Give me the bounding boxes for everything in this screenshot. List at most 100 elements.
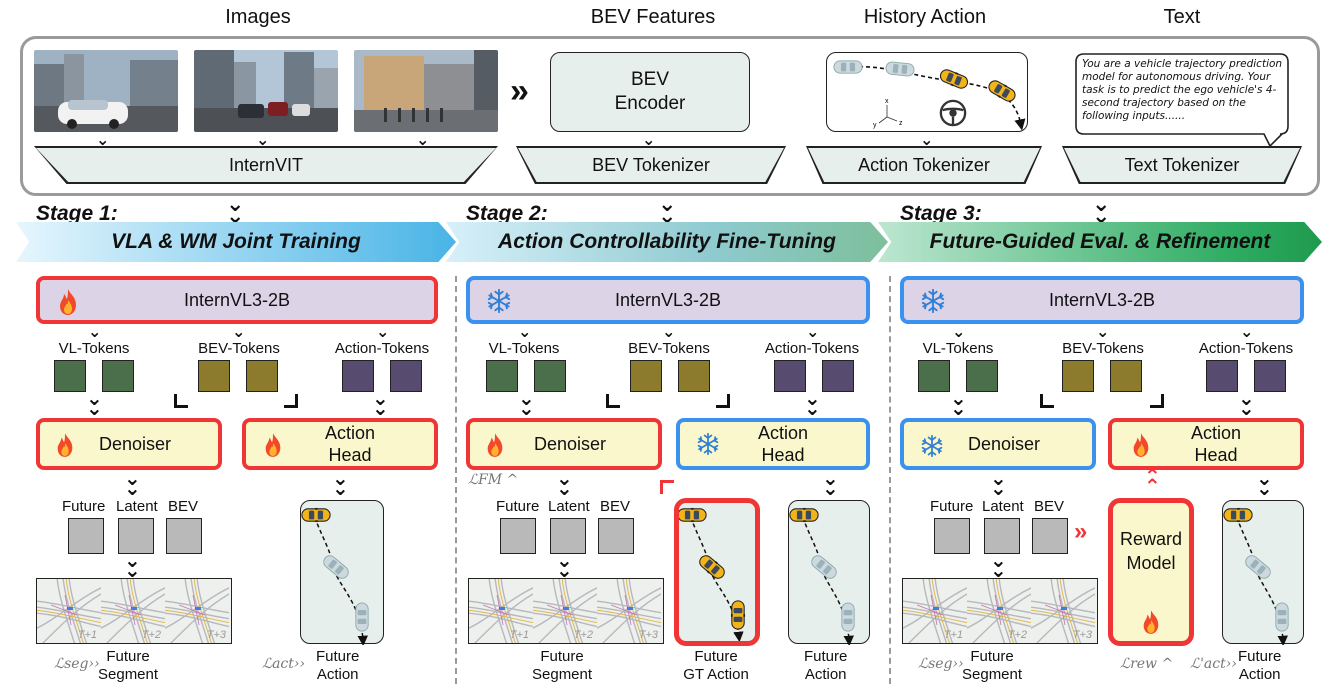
snowflake-icon xyxy=(920,434,944,458)
vl-tokens-label: VL-Tokens xyxy=(922,340,994,357)
corner-arrow-icon xyxy=(1040,394,1054,408)
bev-tokens-label: BEV-Tokens xyxy=(628,340,710,357)
down-chevron-icon: ⌄ xyxy=(376,324,390,341)
double-chevron-down-icon: ⌄⌄ xyxy=(556,550,573,582)
segment-frame: T+1 xyxy=(469,579,533,643)
future-latent-bev xyxy=(1032,518,1068,554)
stage-1-internvl-model: InternVL3-2B xyxy=(36,276,438,324)
double-chevron-down-icon: ⌄⌄ xyxy=(332,468,349,500)
double-chevron-down-icon: ⌄⌄ xyxy=(990,550,1007,582)
future-latent-bev xyxy=(118,518,154,554)
fire-icon xyxy=(56,288,80,316)
segment-frame: T+2 xyxy=(967,579,1031,643)
double-chevron-down-icon: ⌄⌄ xyxy=(556,468,573,500)
seg-loss-label: ℒseg›› xyxy=(54,656,100,672)
stage-3-banner: Future-Guided Eval. & Refinement xyxy=(878,222,1322,262)
segment-frame: T+1 xyxy=(903,579,967,643)
double-chevron-down-icon: ⌄⌄ xyxy=(124,468,141,500)
camera-image-front-right xyxy=(354,50,498,132)
stage-2-label: Stage 2: xyxy=(466,202,548,225)
snowflake-icon xyxy=(486,288,512,314)
stage-1-future-action xyxy=(300,500,384,647)
double-chevron-down-icon: ⌄⌄ xyxy=(372,388,389,420)
stage-3-denoiser: Denoiser xyxy=(900,418,1096,470)
segment-frame: T+3 xyxy=(1031,579,1095,643)
axis-z-label: z xyxy=(899,120,903,127)
action-token xyxy=(342,360,374,392)
stage-1-label: Stage 1: xyxy=(36,202,118,225)
snowflake-icon xyxy=(920,288,946,314)
stage-2-gt-action xyxy=(674,498,760,646)
down-chevron-icon: ⌄ xyxy=(232,324,246,341)
stage-1-action-head: Action Head xyxy=(242,418,438,470)
bev-tokens-label: BEV-Tokens xyxy=(198,340,280,357)
stage-divider xyxy=(889,276,891,684)
corner-arrow-icon xyxy=(660,480,674,494)
stage-2-internvl-model: InternVL3-2B xyxy=(466,276,870,324)
fire-icon xyxy=(1130,432,1152,458)
double-chevron-down-icon: ⌄⌄ xyxy=(518,388,535,420)
stage-3-action-head: Action Head xyxy=(1108,418,1304,470)
action-tokens-label: Action-Tokens xyxy=(334,340,430,357)
action-token xyxy=(1206,360,1238,392)
double-chevron-down-icon: ⌄⌄ xyxy=(1256,468,1273,500)
down-chevron-icon: ⌄ xyxy=(806,324,820,341)
segment-frame: T+3 xyxy=(597,579,661,643)
latent-label-future: Future xyxy=(62,498,106,515)
double-arrow-icon: » xyxy=(1074,518,1088,545)
bev-token xyxy=(198,360,230,392)
fm-loss-label: ℒFM ^ xyxy=(468,472,519,488)
text-prompt-bubble: You are a vehicle trajectory prediction … xyxy=(1074,52,1290,148)
future-latent-bev xyxy=(68,518,104,554)
segment-frame: T+1 xyxy=(37,579,101,643)
future-segment-maps: T+1 T+2 T+3 xyxy=(468,578,664,644)
input-panel xyxy=(20,36,1320,196)
snowflake-icon xyxy=(696,432,720,456)
latent-label-future: Future xyxy=(930,498,974,515)
vl-token xyxy=(54,360,86,392)
stage-2-banner: Action Controllability Fine-Tuning xyxy=(446,222,888,262)
double-chevron-down-icon: ⌄⌄ xyxy=(822,468,839,500)
double-chevron-down-icon: ⌄⌄ xyxy=(950,388,967,420)
vl-tokens-label: VL-Tokens xyxy=(58,340,130,357)
bev-token xyxy=(1062,360,1094,392)
double-chevron-down-icon: ⌄⌄ xyxy=(658,191,677,228)
stage-2-future-action xyxy=(788,500,870,647)
header-text: Text xyxy=(1163,6,1201,28)
bev-encoder: BEV Encoder xyxy=(550,52,750,132)
seg-loss-label: ℒseg›› xyxy=(918,656,964,672)
vl-token xyxy=(534,360,566,392)
action-token xyxy=(822,360,854,392)
future-latent-bev xyxy=(500,518,536,554)
corner-arrow-icon xyxy=(174,394,188,408)
stage-3-internvl-model: InternVL3-2B xyxy=(900,276,1304,324)
rew-loss-label: ℒrew ^ xyxy=(1120,656,1174,672)
bev-token xyxy=(1110,360,1142,392)
internvit-encoder: InternVIT xyxy=(34,146,498,184)
double-chevron-down-icon: ⌄⌄ xyxy=(990,468,1007,500)
fire-icon xyxy=(484,432,506,458)
action-token xyxy=(1254,360,1286,392)
text-prompt: You are a vehicle trajectory prediction … xyxy=(1082,58,1283,122)
corner-arrow-icon xyxy=(606,394,620,408)
camera-image-front-left xyxy=(34,50,178,132)
future-latent-bev xyxy=(598,518,634,554)
vl-token xyxy=(102,360,134,392)
segment-frame: T+2 xyxy=(533,579,597,643)
header-history-action: History Action xyxy=(863,6,987,28)
stage-3-label: Stage 3: xyxy=(900,202,982,225)
bev-token xyxy=(246,360,278,392)
double-chevron-down-icon: ⌄⌄ xyxy=(1092,191,1111,228)
action-tokens-label: Action-Tokens xyxy=(764,340,860,357)
header-images: Images xyxy=(225,6,291,28)
latent-label-latent: Latent xyxy=(982,498,1024,515)
axis-x-label: x xyxy=(885,98,889,105)
latent-label-bev: BEV xyxy=(168,498,199,515)
